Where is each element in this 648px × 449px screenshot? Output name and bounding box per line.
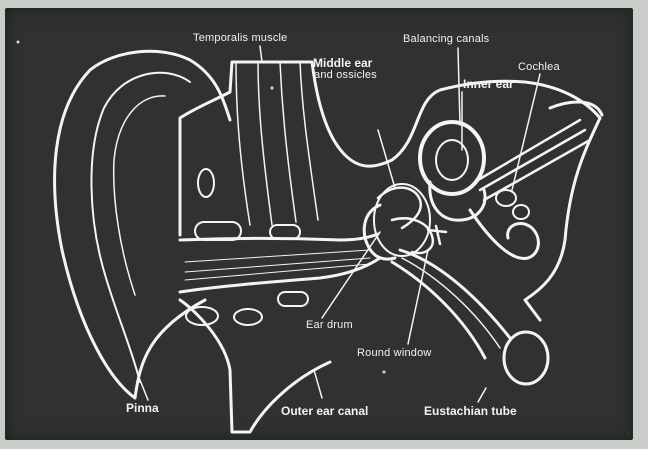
malleus-ossicle <box>378 188 421 228</box>
speck <box>17 41 20 44</box>
leader-outer-canal <box>314 370 322 398</box>
bone-cell-1 <box>198 169 214 197</box>
leader-round-window <box>408 250 428 344</box>
outer-ear-canal-bottom <box>180 258 380 292</box>
leader-balancing <box>458 48 460 125</box>
leader-pinna <box>140 380 148 400</box>
label-outer-ear-canal: Outer ear canal <box>281 405 368 417</box>
eustachian-tube-lower <box>392 262 485 358</box>
label-round-window: Round window <box>357 348 432 359</box>
leader-cochlea <box>512 74 540 190</box>
label-inner-ear: Inner ear <box>463 78 514 90</box>
label-balancing-canals: Balancing canals <box>403 34 489 45</box>
eustachian-tube-upper <box>400 250 510 338</box>
speck <box>383 371 386 374</box>
label-cochlea: Cochlea <box>518 62 560 73</box>
cochlea-coil-2 <box>513 205 529 219</box>
speck <box>271 87 274 90</box>
bone-cell-6 <box>278 292 308 306</box>
vestibule <box>430 182 485 220</box>
speck <box>627 433 630 436</box>
label-temporalis-muscle: Temporalis muscle <box>193 33 287 44</box>
bone-cell-3 <box>270 225 300 239</box>
pinna-rim-fold <box>114 96 165 295</box>
balancing-canal-inner <box>436 140 468 180</box>
label-ear-drum: Ear drum <box>306 320 353 331</box>
pinna-inner-fold <box>91 73 190 382</box>
middle-ear-cavity <box>374 184 430 256</box>
outer-ear-canal-top <box>180 234 378 240</box>
bone-cell-5 <box>234 309 262 325</box>
leader-temporalis <box>260 46 262 62</box>
temporalis-muscle-band <box>236 62 318 225</box>
cochlea-shell <box>470 210 538 258</box>
label-pinna: Pinna <box>126 402 159 414</box>
label-eustachian-tube: Eustachian tube <box>424 405 517 417</box>
leader-eustachian <box>478 388 486 402</box>
label-middle-ear: Middle ear <box>313 57 372 69</box>
eustachian-tube-opening <box>504 332 548 384</box>
label-and-ossicles: and ossicles <box>314 70 377 81</box>
